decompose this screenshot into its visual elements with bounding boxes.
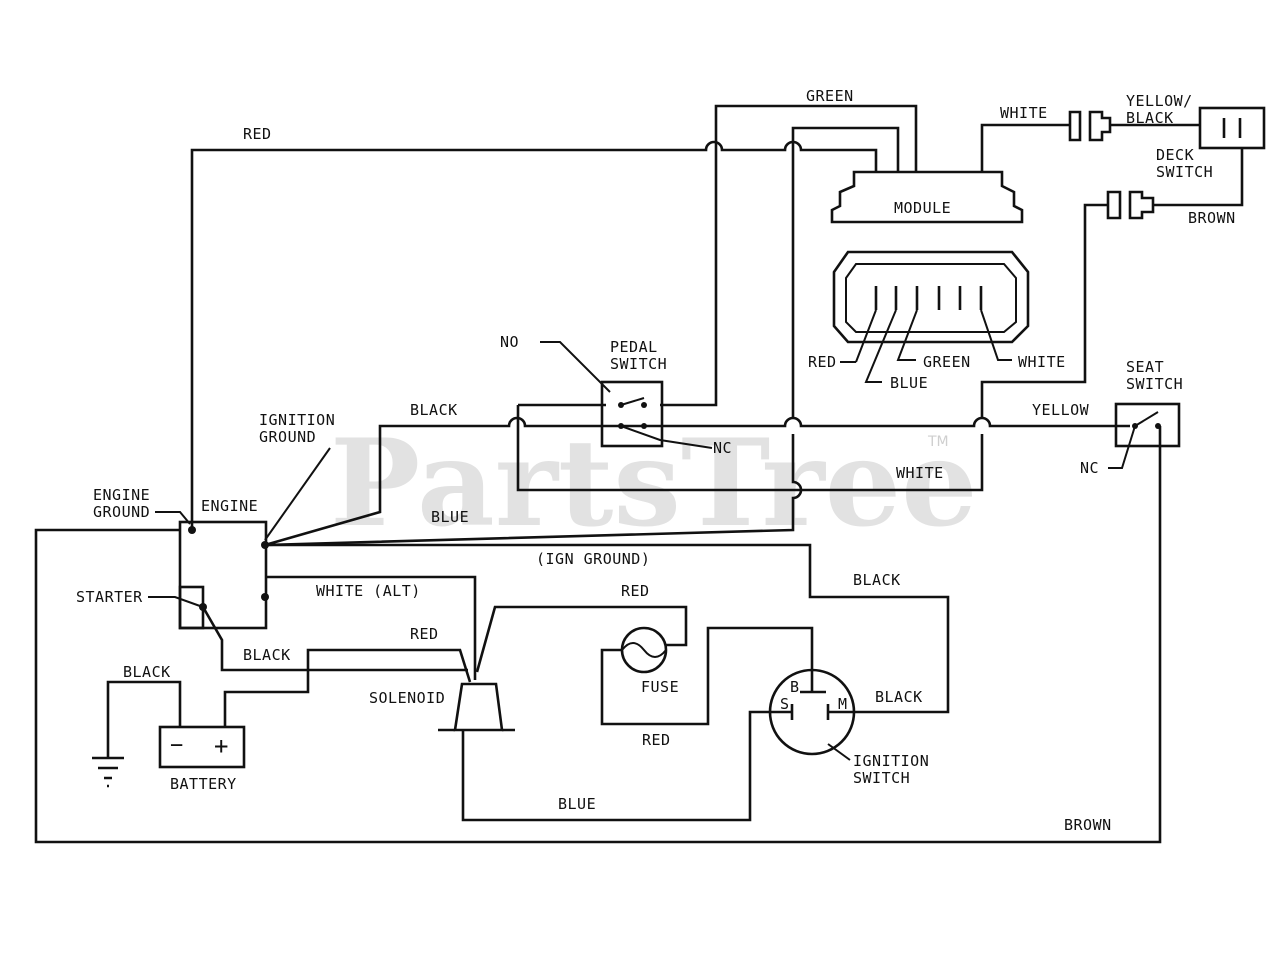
label-white-mid: WHITE	[896, 464, 944, 482]
label-conn-green: GREEN	[923, 353, 971, 371]
fuse	[620, 626, 668, 674]
label-yellow-seat: YELLOW	[1032, 401, 1090, 419]
wire-white-mid	[793, 434, 984, 492]
label-engine-ground-2: GROUND	[93, 503, 150, 521]
label-no: NO	[500, 333, 519, 351]
wire-red-top	[190, 140, 878, 530]
label-starter: STARTER	[76, 588, 143, 606]
wire-white-seat-link	[980, 203, 1100, 418]
label-ign-s: S	[780, 695, 790, 713]
ignition-switch	[768, 668, 856, 761]
label-nc-seat: NC	[1080, 459, 1099, 477]
seat-switch	[1108, 402, 1181, 469]
label-seat-1: SEAT	[1126, 358, 1164, 376]
label-ign-b: B	[790, 678, 800, 696]
wire-black-battery	[106, 680, 182, 758]
watermark: PartsTree	[330, 413, 977, 554]
label-yellow-black-2: BLACK	[1126, 109, 1174, 127]
label-battery: BATTERY	[170, 775, 237, 793]
wire-brown-outer	[34, 426, 1162, 844]
label-fuse: FUSE	[641, 678, 679, 696]
label-black-ign-m: BLACK	[875, 688, 923, 706]
label-seat-2: SWITCH	[1126, 375, 1183, 393]
battery	[158, 725, 246, 769]
label-module: MODULE	[894, 199, 951, 217]
label-conn-red: RED	[808, 353, 837, 371]
label-ignition-ground-1: IGNITION	[259, 411, 335, 429]
label-black-starter: BLACK	[243, 646, 291, 664]
label-ignition-switch-1: IGNITION	[853, 752, 929, 770]
label-red-fuse-bottom: RED	[642, 731, 671, 749]
label-battery-neg: −	[170, 733, 184, 758]
ground-symbol	[92, 756, 124, 788]
label-white-alt: WHITE (ALT)	[316, 582, 421, 600]
label-green-top: GREEN	[806, 87, 854, 105]
wire-module-inner	[791, 126, 900, 418]
wire-green-top	[660, 104, 918, 407]
engine	[148, 447, 331, 630]
label-blue-bottom: BLUE	[558, 795, 596, 813]
label-nc-pedal: NC	[713, 439, 732, 457]
wire-brown-deck	[1153, 148, 1244, 207]
label-brown-deck: BROWN	[1188, 209, 1236, 227]
wire-black-starter	[201, 606, 468, 672]
label-brown-bottom: BROWN	[1064, 816, 1112, 834]
label-yellow-black-1: YELLOW/	[1126, 92, 1193, 110]
watermark-tm: TM	[927, 434, 949, 450]
label-ignition-switch-2: SWITCH	[853, 769, 910, 787]
label-solenoid: SOLENOID	[369, 689, 445, 707]
label-red-fuse: RED	[621, 582, 650, 600]
label-pedal-2: SWITCH	[610, 355, 667, 373]
label-ign-ground: (IGN GROUND)	[536, 550, 650, 568]
wire-red-fuse	[475, 605, 688, 673]
label-ignition-ground-2: GROUND	[259, 428, 316, 446]
wire-white-top	[980, 123, 1060, 172]
label-black-pedal: BLACK	[410, 401, 458, 419]
module	[830, 170, 1024, 224]
label-pedal-1: PEDAL	[610, 338, 658, 356]
solenoid	[438, 682, 515, 732]
module-connector	[832, 250, 1030, 383]
wire-black-main	[264, 416, 1130, 547]
label-red-solenoid: RED	[410, 625, 439, 643]
label-engine-ground-1: ENGINE	[93, 486, 150, 504]
label-red-top: RED	[243, 125, 272, 143]
label-battery-pos: +	[214, 732, 229, 760]
deck-switch	[1198, 106, 1266, 150]
label-ign-m: M	[838, 695, 848, 713]
label-deck-1: DECK	[1156, 146, 1194, 164]
label-black-right: BLACK	[853, 571, 901, 589]
label-conn-white: WHITE	[1018, 353, 1066, 371]
wire-ign-ground	[265, 543, 950, 714]
pedal-switch	[540, 341, 713, 449]
wire-fuse-loop	[600, 626, 814, 726]
label-conn-blue: BLUE	[890, 374, 928, 392]
label-black-battery: BLACK	[123, 663, 171, 681]
label-white-top: WHITE	[1000, 104, 1048, 122]
label-blue-engine: BLUE	[431, 508, 469, 526]
wire-blue-bottom	[461, 710, 776, 822]
deck-connector-top	[1060, 110, 1112, 142]
label-deck-2: SWITCH	[1156, 163, 1213, 181]
deck-connector-bottom	[1100, 190, 1155, 220]
wire-white-alt	[265, 575, 477, 680]
label-engine: ENGINE	[201, 497, 258, 515]
